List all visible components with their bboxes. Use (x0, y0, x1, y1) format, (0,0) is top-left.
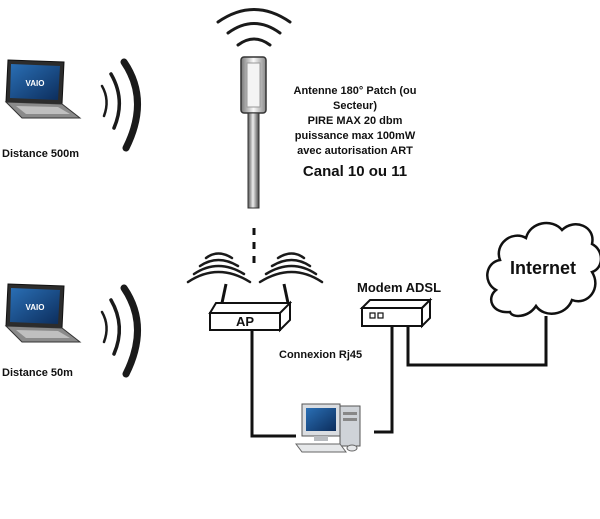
laptop-icon: VAIO (4, 283, 82, 343)
antenna-power-label: puissance max 100mW (294, 130, 416, 142)
rj45-connection-label: Connexion Rj45 (279, 349, 363, 361)
cloud-icon (486, 221, 600, 318)
modem-label: Modem ADSL (357, 280, 442, 295)
wifi-waves-icon (100, 284, 141, 378)
wifi-waves-icon (100, 58, 141, 152)
antenna-icon (240, 56, 267, 209)
laptop-icon: VAIO (4, 59, 82, 119)
modem-icon (359, 297, 433, 329)
antenna-authorization-label: avec autorisation ART (297, 145, 413, 157)
ap-wifi-waves-left-icon (186, 252, 252, 284)
antenna-wifi-waves-icon (216, 8, 292, 47)
modem-to-pc-cable (374, 326, 394, 434)
router-icon (208, 283, 293, 333)
client-distance-label: Distance 50m (2, 367, 73, 379)
desktop-computer-icon (295, 403, 361, 453)
access-point-label: AP (236, 314, 255, 329)
network-cables (250, 316, 548, 438)
antenna-channel-label: Canal 10 ou 11 (302, 163, 408, 180)
ap-to-pc-cable (250, 330, 296, 438)
antenna-description: Antenne 180° Patch (ou Secteur) PIRE MAX… (270, 84, 440, 180)
antenna-pire-label: PIRE MAX 20 dbm (307, 115, 403, 127)
modem-to-internet-cable (406, 316, 548, 367)
laptop-logo: VAIO (26, 303, 45, 312)
laptop-logo: VAIO (26, 79, 45, 88)
antenna-type-label: Antenne 180° Patch (ou Secteur) (293, 85, 417, 112)
ap-wifi-waves-right-icon (258, 252, 324, 284)
client-distance-label: Distance 500m (2, 148, 80, 160)
internet-label: Internet (510, 258, 577, 278)
